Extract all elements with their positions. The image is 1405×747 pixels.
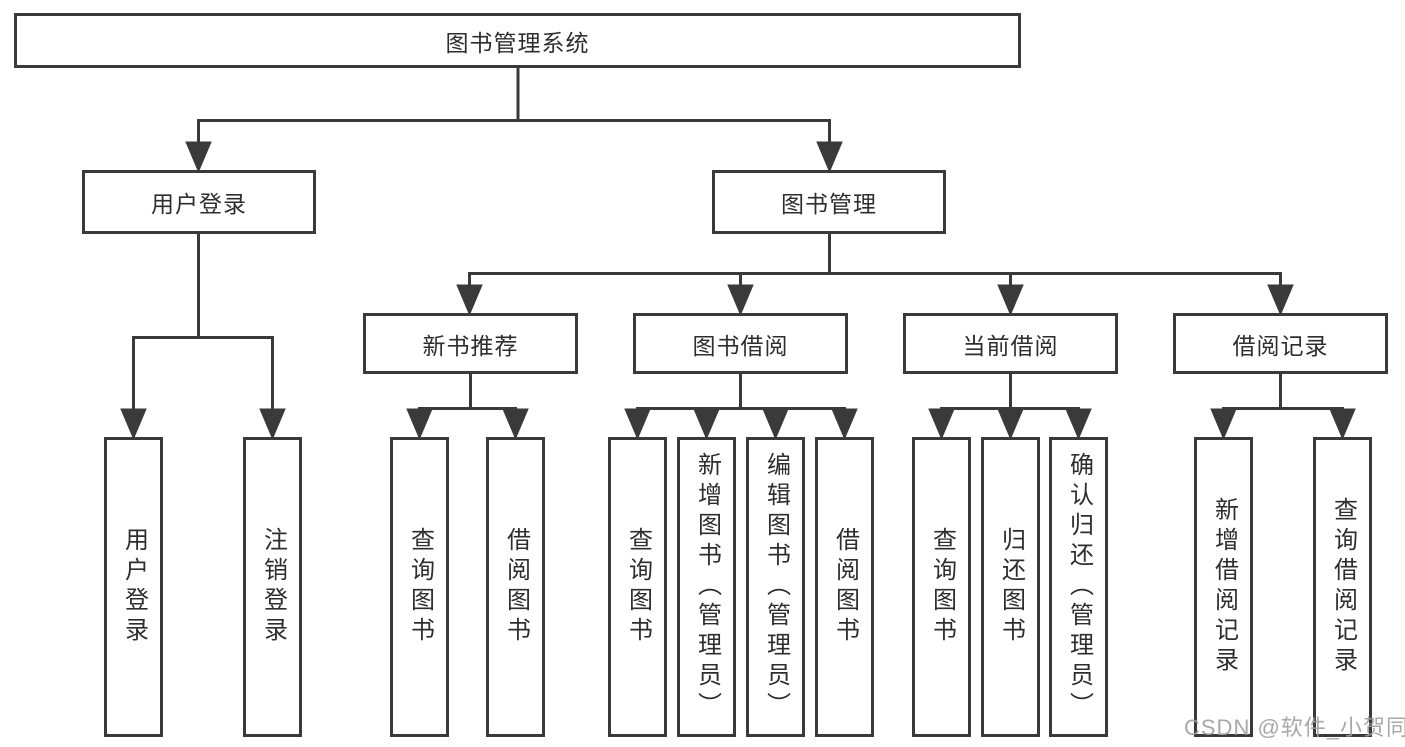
leaf-br-query-borrow-record: 查询借阅记录 [1313, 437, 1372, 737]
arrowhead-icon [120, 408, 147, 440]
node-label: 用户登录 [151, 191, 247, 217]
connector-book-borrowing [624, 374, 858, 440]
node-borrowing-records: 借阅记录 [1173, 313, 1388, 374]
leaf-nb-query-books: 查询图书 [390, 437, 449, 737]
csdn-watermark: CSDN @软件_小贺同学 [1184, 715, 1405, 740]
leaf-cb-confirm-return-admin: 确认归还（管理员） [1049, 437, 1108, 737]
node-current-borrowing: 当前借阅 [903, 313, 1118, 374]
arrowhead-icon [502, 408, 529, 440]
arrowhead-icon [259, 408, 286, 440]
leaf-label: 借阅图书 [502, 527, 530, 647]
leaf-label: 新增借阅记录 [1210, 497, 1238, 677]
arrowhead-icon [1210, 408, 1237, 440]
node-book-management: 图书管理 [712, 170, 946, 234]
connector-new-book-recommendation [406, 374, 529, 440]
leaf-label: 查询图书 [928, 527, 956, 647]
leaf-label: 注销登录 [259, 527, 287, 647]
leaf-br-add-borrow-record: 新增借阅记录 [1194, 437, 1253, 737]
connector-root [185, 68, 843, 173]
connector-user-login [120, 234, 286, 440]
node-library-management-system: 图书管理系统 [14, 13, 1021, 68]
leaf-label: 新增图书（管理员） [693, 452, 721, 722]
arrowhead-icon [1329, 408, 1356, 440]
node-book-borrowing: 图书借阅 [633, 313, 848, 374]
node-new-book-recommendation: 新书推荐 [363, 313, 578, 374]
leaf-bb-edit-books-admin: 编辑图书（管理员） [746, 437, 805, 737]
leaf-bb-query-books: 查询图书 [608, 437, 667, 737]
node-label: 图书管理系统 [445, 29, 590, 56]
node-label: 新书推荐 [422, 332, 519, 359]
leaf-label: 归还图书 [997, 527, 1025, 647]
leaf-label: 用户登录 [120, 527, 148, 647]
node-label: 图书管理 [781, 191, 877, 217]
arrowhead-icon [406, 408, 433, 440]
node-label: 图书借阅 [692, 332, 789, 359]
connector-borrowing-records [1210, 374, 1356, 440]
leaf-bb-add-books-admin: 新增图书（管理员） [677, 437, 736, 737]
arrowhead-icon [997, 408, 1024, 440]
arrowhead-icon [624, 408, 651, 440]
leaf-logout: 注销登录 [243, 437, 302, 737]
leaf-nb-borrow-books: 借阅图书 [486, 437, 545, 737]
leaf-label: 确认归还（管理员） [1065, 452, 1093, 722]
connector-current-borrowing [928, 374, 1092, 440]
arrowhead-icon [997, 284, 1024, 316]
leaf-label: 编辑图书（管理员） [762, 452, 790, 722]
arrowhead-icon [831, 408, 858, 440]
connector-book-management [456, 234, 1294, 316]
node-user-login: 用户登录 [82, 170, 316, 234]
leaf-label: 查询图书 [624, 527, 652, 647]
leaf-cb-query-books: 查询图书 [912, 437, 971, 737]
arrowhead-icon [762, 408, 789, 440]
arrowhead-icon [816, 141, 843, 173]
arrowhead-icon [693, 408, 720, 440]
arrowhead-icon [456, 284, 483, 316]
leaf-cb-return-books: 归还图书 [981, 437, 1040, 737]
leaf-label: 查询图书 [406, 527, 434, 647]
leaf-user-login: 用户登录 [104, 437, 163, 737]
leaf-label: 查询借阅记录 [1329, 497, 1357, 677]
arrowhead-icon [185, 141, 212, 173]
leaf-bb-borrow-books: 借阅图书 [815, 437, 874, 737]
arrowhead-icon [928, 408, 955, 440]
arrowhead-icon [1065, 408, 1092, 440]
arrowhead-icon [1267, 284, 1294, 316]
arrowhead-icon [727, 284, 754, 316]
node-label: 借阅记录 [1232, 332, 1329, 359]
leaf-label: 借阅图书 [831, 527, 859, 647]
node-label: 当前借阅 [962, 332, 1059, 359]
